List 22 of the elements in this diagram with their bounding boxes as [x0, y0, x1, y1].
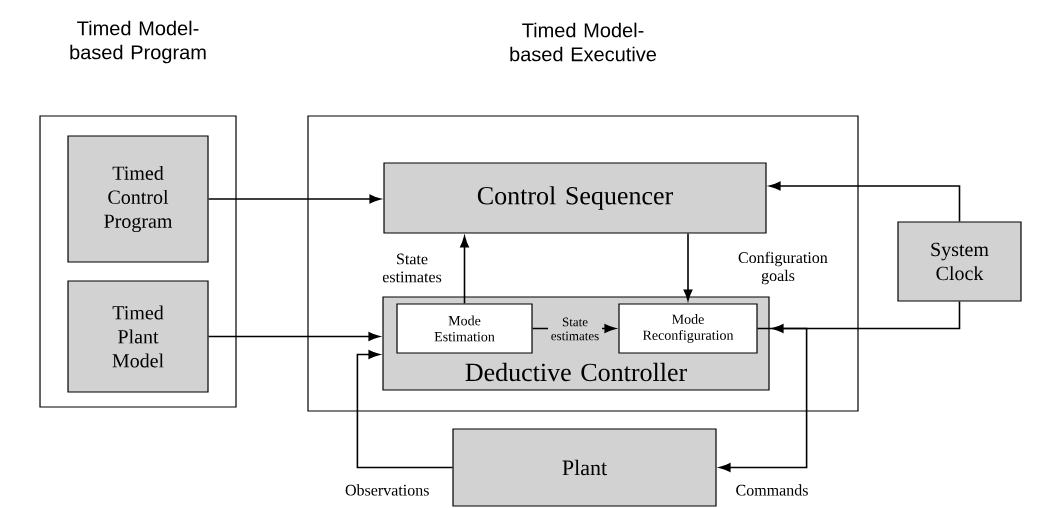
arrow: [772, 300, 961, 333]
node-label: Timed Model-based Program: [70, 20, 206, 64]
arrow: [207, 194, 381, 204]
edge-label: State estimates: [548, 316, 602, 342]
process-box: Timed Control Program: [67, 135, 209, 263]
process-box: Mode Reconfiguration: [618, 303, 758, 354]
arrow: [719, 327, 808, 472]
arrow: [769, 181, 961, 223]
edge-label: State estimates: [371, 252, 453, 284]
edge-label: Configuration goals: [737, 250, 828, 286]
edge-label: Observations: [344, 483, 429, 497]
edge-label: Commands: [731, 483, 813, 497]
node-label: Timed Model-based Executive: [510, 22, 657, 62]
arrow: [356, 350, 454, 469]
process-box: Plant: [452, 428, 717, 507]
process-box: Mode Estimation: [396, 303, 533, 354]
arrow: [460, 236, 469, 305]
process-box: Timed Plant Model: [67, 280, 209, 393]
process-box: Control Sequencer: [383, 162, 767, 234]
arrow: [207, 332, 380, 341]
arrow: [683, 232, 693, 301]
process-box: System Clock: [897, 221, 1022, 302]
